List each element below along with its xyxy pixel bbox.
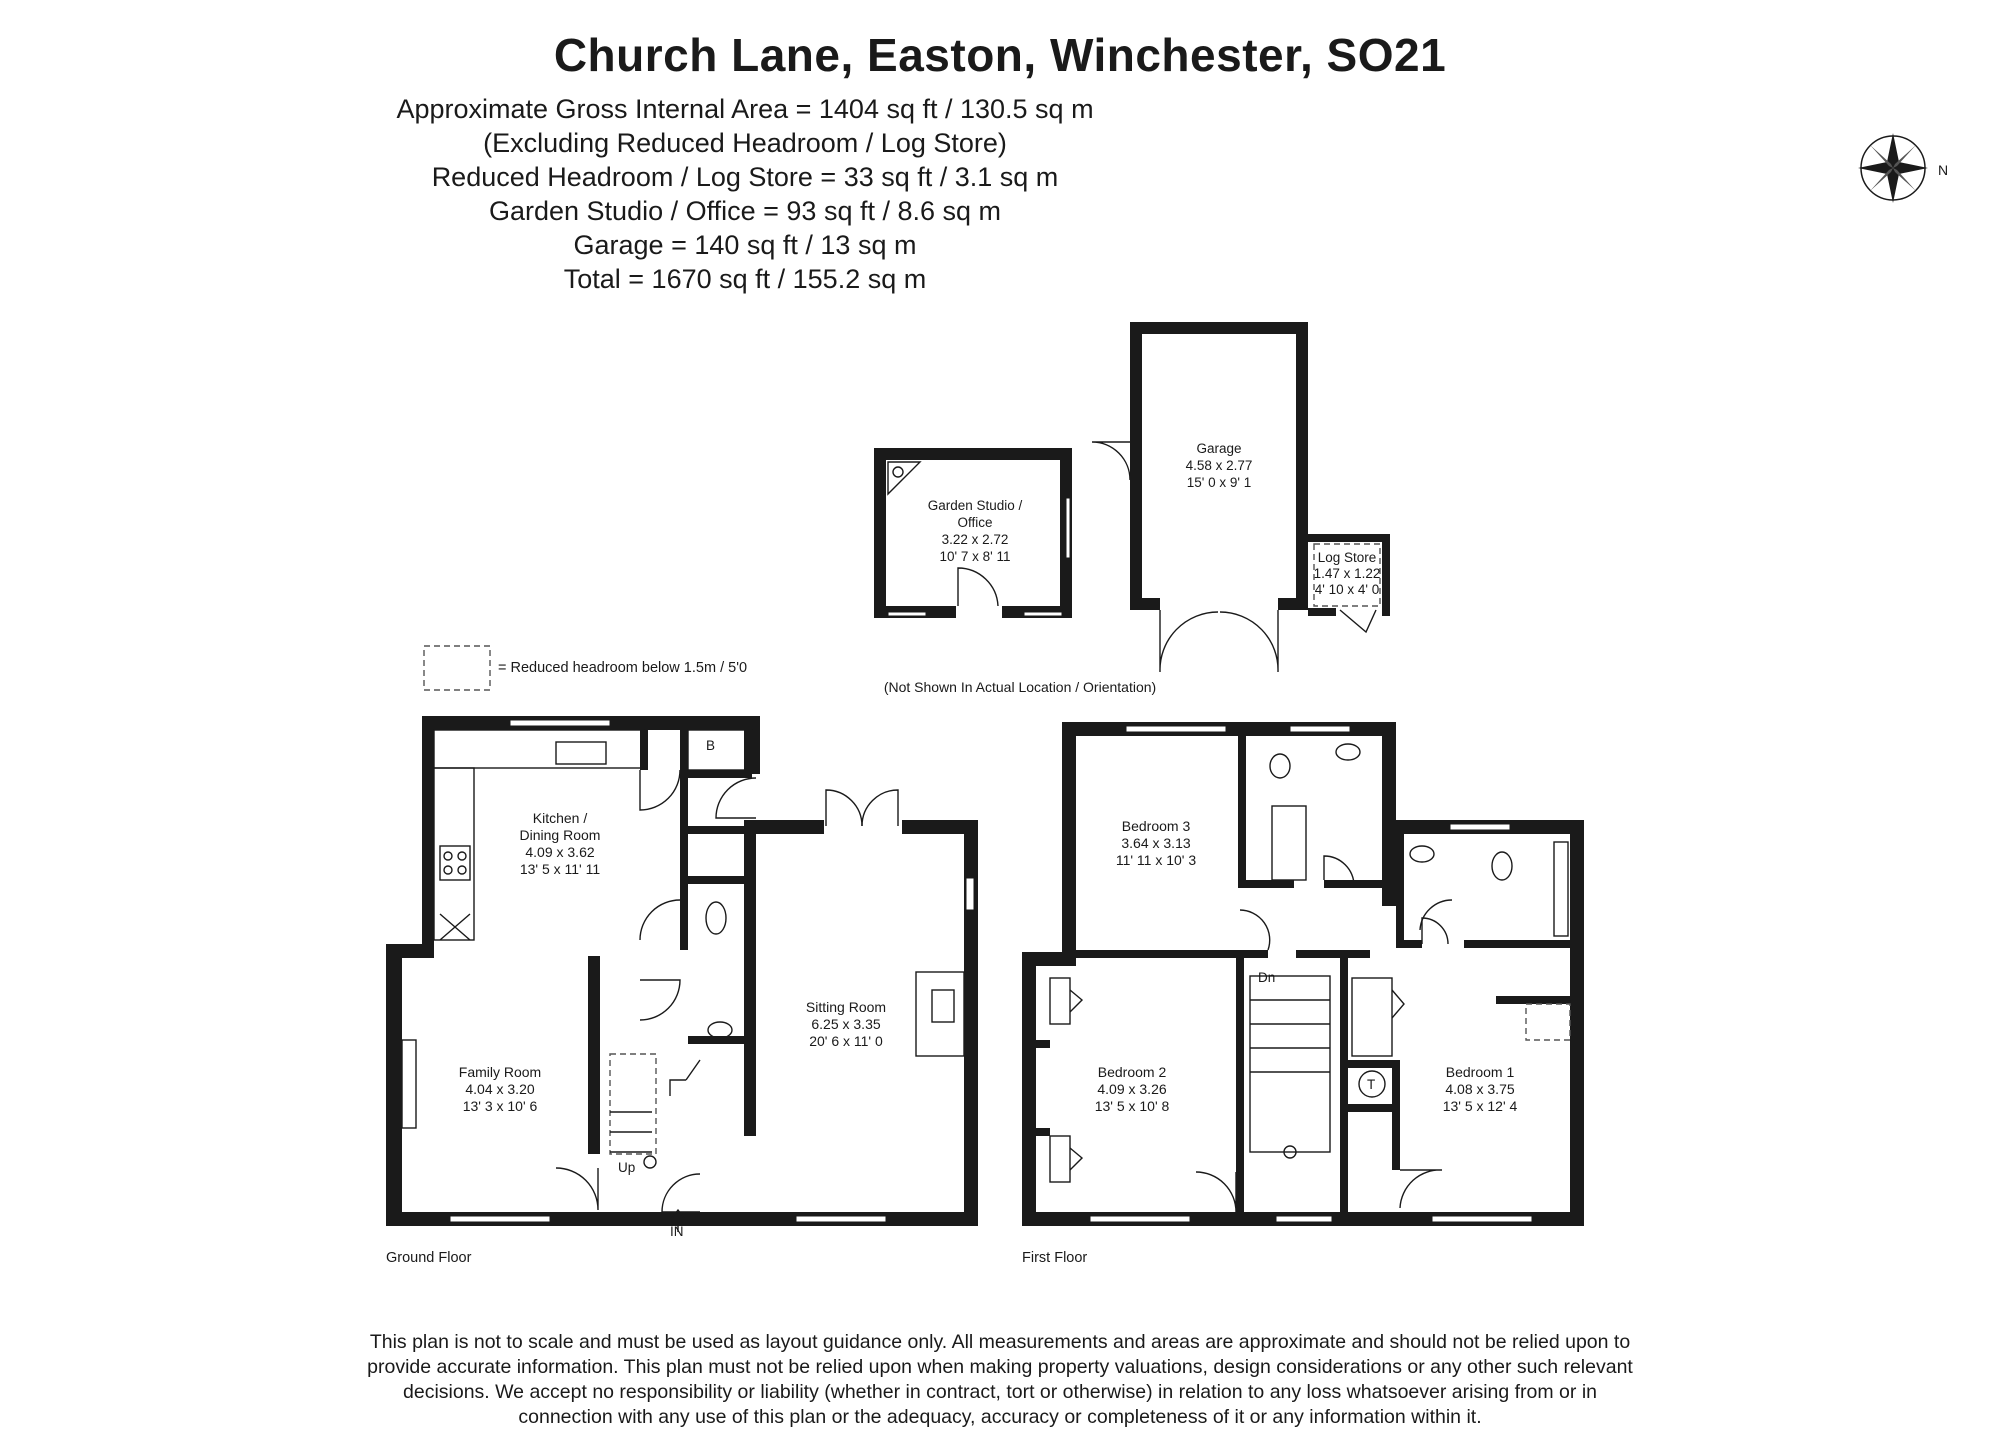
ground-floor-label: Ground Floor bbox=[386, 1250, 472, 1266]
garden-studio-metric: 3.22 x 2.72 bbox=[942, 532, 1009, 547]
kitchen-imperial: 13' 5 x 11' 11 bbox=[520, 861, 601, 877]
entrance-label: IN bbox=[670, 1224, 684, 1239]
bedroom-3-metric: 3.64 x 3.13 bbox=[1121, 835, 1190, 851]
area-line-garage: Garage = 140 sq ft / 13 sq m bbox=[573, 230, 917, 260]
stairs-up-label: Up bbox=[618, 1160, 635, 1175]
compass-icon bbox=[1858, 133, 1928, 203]
first-floor-plan bbox=[1022, 722, 1584, 1226]
disclaimer-line: connection with any use of this plan or … bbox=[518, 1406, 1482, 1428]
area-line-reduced: Reduced Headroom / Log Store = 33 sq ft … bbox=[431, 162, 1059, 192]
sitting-room-name: Sitting Room bbox=[806, 999, 886, 1015]
family-room-imperial: 13' 3 x 10' 6 bbox=[463, 1098, 538, 1114]
stairs-down-label: Dn bbox=[1258, 970, 1275, 985]
garden-studio-name: Garden Studio / bbox=[928, 498, 1023, 513]
disclaimer-line: This plan is not to scale and must be us… bbox=[369, 1331, 1631, 1353]
ground-floor-plan: B bbox=[386, 716, 978, 1232]
compass-label: N bbox=[1938, 162, 1948, 178]
tank-label: T bbox=[1367, 1077, 1375, 1092]
bedroom-1-metric: 4.08 x 3.75 bbox=[1445, 1081, 1514, 1097]
area-line-total: Total = 1670 sq ft / 155.2 sq m bbox=[563, 264, 927, 294]
bedroom-3-imperial: 11' 11 x 10' 3 bbox=[1116, 852, 1197, 868]
family-room-metric: 4.04 x 3.20 bbox=[465, 1081, 534, 1097]
area-summary: Approximate Gross Internal Area = 1404 s… bbox=[0, 92, 1490, 296]
sitting-room-metric: 6.25 x 3.35 bbox=[811, 1016, 880, 1032]
sitting-room-imperial: 20' 6 x 11' 0 bbox=[809, 1033, 883, 1049]
garage-plan bbox=[1091, 322, 1308, 673]
disclaimer-line: decisions. We accept no responsibility o… bbox=[403, 1381, 1597, 1403]
family-room-name: Family Room bbox=[459, 1064, 541, 1080]
bedroom-2-imperial: 13' 5 x 10' 8 bbox=[1095, 1098, 1170, 1114]
garden-studio-imperial: 10' 7 x 8' 11 bbox=[940, 549, 1011, 564]
log-store-imperial: 4' 10 x 4' 0 bbox=[1315, 582, 1379, 597]
kitchen-name-2: Dining Room bbox=[520, 827, 601, 843]
log-store-plan bbox=[1308, 534, 1390, 634]
garage-metric: 4.58 x 2.77 bbox=[1186, 458, 1253, 473]
bedroom-1-name: Bedroom 1 bbox=[1446, 1064, 1515, 1080]
kitchen-name: Kitchen / bbox=[533, 810, 588, 826]
first-floor-label: First Floor bbox=[1022, 1250, 1087, 1266]
disclaimer: This plan is not to scale and must be us… bbox=[270, 1330, 1730, 1430]
bedroom-2-metric: 4.09 x 3.26 bbox=[1097, 1081, 1166, 1097]
outbuildings-note: (Not Shown In Actual Location / Orientat… bbox=[884, 679, 1156, 695]
bedroom-3-name: Bedroom 3 bbox=[1122, 818, 1191, 834]
page-title: Church Lane, Easton, Winchester, SO21 bbox=[553, 29, 1447, 81]
garage-imperial: 15' 0 x 9' 1 bbox=[1187, 475, 1251, 490]
bedroom-1-imperial: 13' 5 x 12' 4 bbox=[1443, 1098, 1518, 1114]
bedroom-2-name: Bedroom 2 bbox=[1098, 1064, 1167, 1080]
garden-studio-plan bbox=[874, 448, 1072, 618]
garden-studio-name-2: Office bbox=[957, 515, 992, 530]
area-line-excluding: (Excluding Reduced Headroom / Log Store) bbox=[483, 128, 1007, 158]
reduced-headroom-legend-swatch bbox=[423, 645, 491, 691]
kitchen-metric: 4.09 x 3.62 bbox=[525, 844, 594, 860]
garage-name: Garage bbox=[1196, 441, 1241, 456]
log-store-name: Log Store bbox=[1318, 550, 1377, 565]
area-line-gross: Approximate Gross Internal Area = 1404 s… bbox=[396, 94, 1094, 124]
boiler-label: B bbox=[706, 738, 715, 753]
log-store-metric: 1.47 x 1.22 bbox=[1314, 566, 1381, 581]
reduced-headroom-legend-text: = Reduced headroom below 1.5m / 5'0 bbox=[498, 660, 747, 676]
disclaimer-line: provide accurate information. This plan … bbox=[367, 1356, 1633, 1378]
area-line-studio: Garden Studio / Office = 93 sq ft / 8.6 … bbox=[488, 196, 1002, 226]
